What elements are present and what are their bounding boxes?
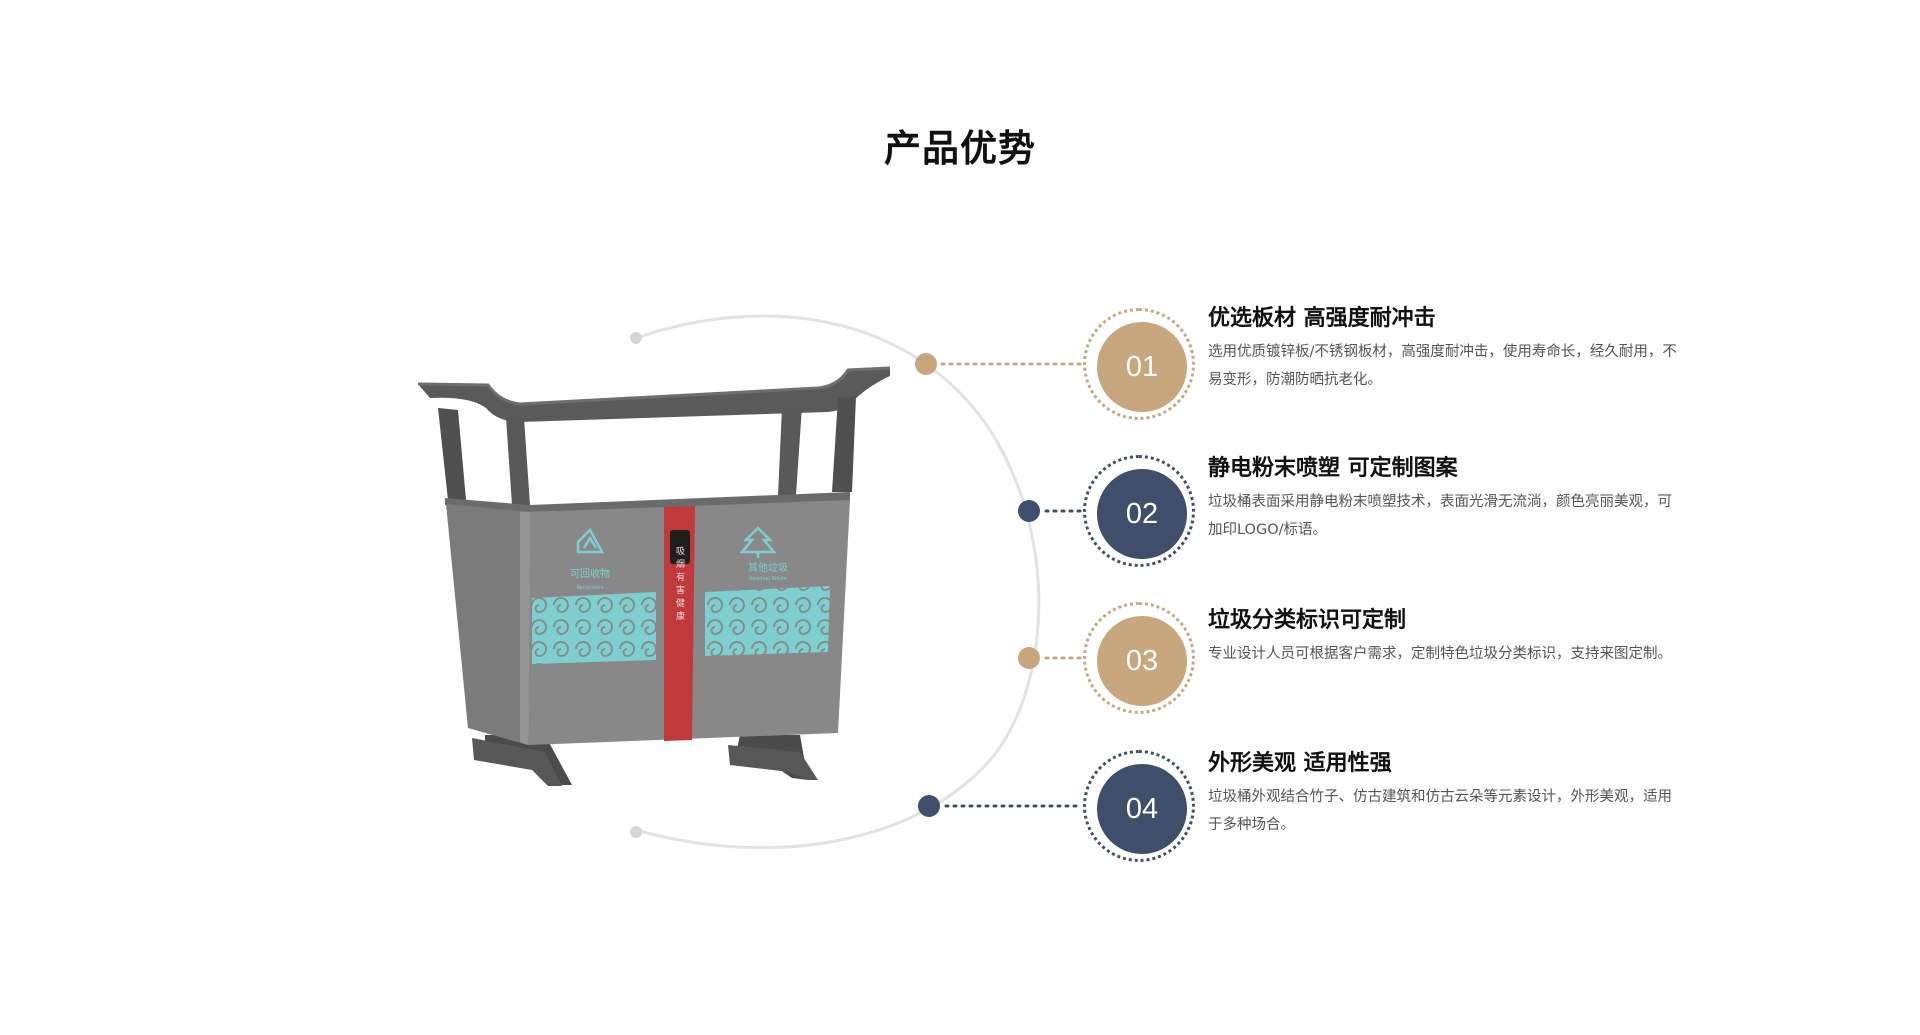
feature-badge-number: 02 [1097, 469, 1187, 559]
connector-2 [1018, 500, 1085, 522]
feature-badge-04: 04 [1083, 750, 1195, 862]
connector-3 [1018, 647, 1085, 669]
arc-end-dot-bottom [630, 826, 642, 838]
connector-4 [918, 795, 1082, 817]
feature-badge-number: 03 [1097, 616, 1187, 706]
bin-right-sublabel: Residual Waste [749, 576, 787, 582]
feature-badge-number: 04 [1097, 764, 1187, 854]
bin-center-strip [664, 506, 695, 741]
bin-ashtray [670, 530, 690, 564]
feature-badge-01: 01 [1083, 308, 1195, 420]
feature-item-04: 外形美观 适用性强 垃圾桶外观结合竹子、仿古建筑和仿古云朵等元素设计，外形美观，… [1208, 749, 1678, 839]
timeline-arc [635, 314, 1041, 850]
feature-badge-number: 01 [1097, 322, 1187, 412]
bin-pattern-left [532, 592, 656, 664]
bin-foot-right-face [728, 745, 818, 780]
bin-body [446, 504, 530, 745]
bin-post-4 [832, 396, 856, 492]
bin-left-label: 可回收物 [570, 567, 610, 580]
bin-foot-left-face [472, 738, 562, 786]
feature-description: 专业设计人员可根据客户需求，定制特色垃圾分类标识，支持来图定制。 [1208, 646, 1672, 662]
feature-item-02: 静电粉末喷塑 可定制图案 垃圾桶表面采用静电粉末喷塑技术，表面光滑无流淌，颜色亮… [1208, 454, 1678, 544]
feature-item-03: 垃圾分类标识可定制 专业设计人员可根据客户需求，定制特色垃圾分类标识，支持来图定… [1208, 606, 1678, 668]
tree-icon-right [739, 526, 777, 558]
arc-end-dot-top [630, 332, 642, 344]
feature-badge-02: 02 [1083, 455, 1195, 567]
bin-roof [418, 368, 890, 422]
feature-title: 外形美观 适用性强 [1208, 751, 1392, 776]
bin-post-3 [778, 406, 802, 495]
bin-post-2 [506, 418, 530, 505]
feature-description: 垃圾桶表面采用静电粉末喷塑技术，表面光滑无流淌，颜色亮丽美观，可加印LOGO/标… [1208, 494, 1672, 538]
feature-title: 静电粉末喷塑 可定制图案 [1208, 456, 1458, 481]
connector-1 [915, 353, 1082, 375]
feature-title: 垃圾分类标识可定制 [1208, 608, 1407, 633]
recycle-icon-left [576, 527, 605, 554]
feature-badge-03: 03 [1083, 602, 1195, 714]
feature-description: 垃圾桶外观结合竹子、仿古建筑和仿古云朵等元素设计，外形美观，适用于多种场合。 [1208, 789, 1672, 833]
page-title: 产品优势 [884, 127, 1036, 170]
bin-post-1 [438, 408, 466, 500]
bin-strip-text: 吸烟有害健康 [674, 546, 685, 624]
trash-bin-illustration: 吸烟有害健康 可回收物 Recyclable 其他垃圾 Residual Was… [417, 366, 891, 786]
bin-pattern-right [705, 586, 830, 656]
feature-description: 选用优质镀锌板/不锈钢板材，高强度耐冲击，使用寿命长，经久耐用，不易变形，防潮防… [1208, 344, 1677, 388]
bin-right-label: 其他垃圾 [748, 561, 788, 574]
feature-item-01: 优选板材 高强度耐冲击 选用优质镀锌板/不锈钢板材，高强度耐冲击，使用寿命长，经… [1208, 304, 1678, 394]
bin-left-sublabel: Recyclable [577, 585, 604, 591]
feature-title: 优选板材 高强度耐冲击 [1208, 306, 1436, 331]
